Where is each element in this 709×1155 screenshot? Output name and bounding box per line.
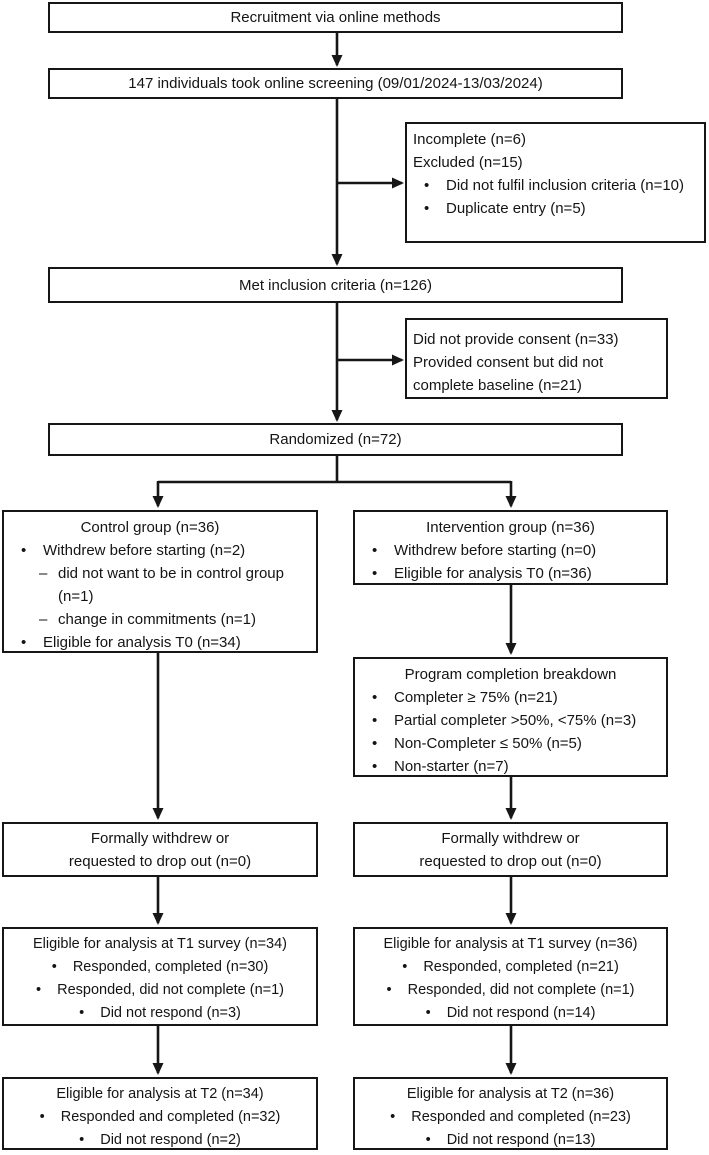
bullet-marker: •	[372, 735, 378, 752]
withdrew-line: Formally withdrew or	[90, 829, 230, 847]
intervention-title: Intervention group (n=36)	[426, 519, 595, 536]
withdrew-line: Formally withdrew or	[441, 829, 580, 847]
t2-intervention-bullet: • Responded and completed (n=23)	[361, 1106, 660, 1129]
box-screening: 147 individuals took online screening (0…	[48, 68, 623, 99]
intervention-bullet: • Withdrew before starting (n=0)	[361, 539, 660, 562]
box-t1-intervention: Eligible for analysis at T1 survey (n=36…	[353, 927, 668, 1026]
withdrew-line: requested to drop out (n=0)	[68, 852, 252, 870]
control-subitem: – did not want to be in control group (n…	[10, 562, 290, 608]
recruitment-text: Recruitment via online methods	[230, 9, 441, 26]
intervention-bullet: • Eligible for analysis T0 (n=36)	[361, 562, 660, 585]
bullet-marker: •	[425, 1005, 431, 1021]
t1-intervention-bullet: • Responded, completed (n=21)	[361, 956, 660, 979]
t1-intervention-title: Eligible for analysis at T1 survey (n=36…	[383, 936, 638, 952]
t2-control-bullet: • Did not respond (n=2)	[10, 1129, 310, 1152]
box-program-completion: Program completion breakdown • Completer…	[353, 657, 668, 777]
t1-intervention-bullet: • Did not respond (n=14)	[361, 1002, 660, 1025]
box-exclusion-screening: Incomplete (n=6) Excluded (n=15) • Did n…	[405, 122, 706, 243]
t1-intervention-bullet: • Responded, did not complete (n=1)	[361, 979, 660, 1002]
bullet-marker: •	[79, 1005, 85, 1021]
box-control-group: Control group (n=36) • Withdrew before s…	[2, 510, 318, 653]
box-intervention-group: Intervention group (n=36) • Withdrew bef…	[353, 510, 668, 585]
bullet-marker: •	[386, 982, 392, 998]
dash-marker: –	[39, 565, 48, 582]
control-subitem: – change in commitments (n=1)	[10, 608, 290, 631]
control-bullet: • Eligible for analysis T0 (n=34)	[10, 631, 290, 654]
control-title: Control group (n=36)	[80, 519, 220, 536]
box-met-inclusion: Met inclusion criteria (n=126)	[48, 267, 623, 303]
bullet-marker: •	[390, 1109, 396, 1125]
breakdown-bullet: • Non-starter (n=7)	[361, 755, 660, 778]
breakdown-title: Program completion breakdown	[404, 666, 617, 683]
box-t2-intervention: Eligible for analysis at T2 (n=36) • Res…	[353, 1077, 668, 1150]
t1-control-bullet: • Responded, did not complete (n=1)	[10, 979, 310, 1002]
t1-control-bullet: • Responded, completed (n=30)	[10, 956, 310, 979]
randomized-text: Randomized (n=72)	[269, 431, 402, 448]
bullet-marker: •	[372, 712, 378, 729]
exclusion1-line: Excluded (n=15)	[413, 154, 523, 171]
screening-text: 147 individuals took online screening (0…	[128, 75, 543, 92]
bullet-marker: •	[372, 542, 378, 559]
bullet-marker: •	[51, 959, 57, 975]
t2-control-bullet: • Responded and completed (n=32)	[10, 1106, 310, 1129]
box-t2-control: Eligible for analysis at T2 (n=34) • Res…	[2, 1077, 318, 1150]
branch-randomized	[158, 456, 511, 484]
t2-intervention-bullet: • Did not respond (n=13)	[361, 1129, 660, 1152]
box-randomized: Randomized (n=72)	[48, 423, 623, 456]
bullet-marker: •	[424, 200, 430, 217]
bullet-marker: •	[424, 177, 430, 194]
t2-intervention-title: Eligible for analysis at T2 (n=36)	[406, 1086, 615, 1102]
exclusion2-line: Provided consent but did not complete ba…	[413, 354, 604, 394]
bullet-marker: •	[21, 542, 27, 559]
bullet-marker: •	[21, 634, 27, 651]
t1-control-title: Eligible for analysis at T1 survey (n=34…	[32, 936, 287, 952]
bullet-marker: •	[402, 959, 408, 975]
withdrew-line: requested to drop out (n=0)	[419, 852, 602, 870]
bullet-marker: •	[372, 758, 378, 775]
breakdown-bullet: • Partial completer >50%, <75% (n=3)	[361, 709, 660, 732]
met-inclusion-text: Met inclusion criteria (n=126)	[238, 276, 432, 294]
exclusion2-line: Did not provide consent (n=33)	[413, 331, 619, 348]
box-t1-control: Eligible for analysis at T1 survey (n=34…	[2, 927, 318, 1026]
bullet-marker: •	[39, 1109, 45, 1125]
box-withdrew-intervention: Formally withdrew or requested to drop o…	[353, 822, 668, 877]
t2-control-title: Eligible for analysis at T2 (n=34)	[56, 1086, 264, 1102]
control-bullet: • Withdrew before starting (n=2)	[10, 539, 290, 562]
bullet-marker: •	[35, 982, 42, 998]
bullet-marker: •	[79, 1132, 85, 1148]
box-exclusion-consent: Did not provide consent (n=33) Provided …	[405, 318, 668, 399]
box-recruitment: Recruitment via online methods	[48, 2, 623, 33]
dash-marker: –	[39, 611, 48, 628]
exclusion1-bullet: • Duplicate entry (n=5)	[413, 197, 698, 220]
box-withdrew-control: Formally withdrew or requested to drop o…	[2, 822, 318, 877]
bullet-marker: •	[372, 565, 378, 582]
bullet-marker: •	[425, 1132, 431, 1148]
exclusion1-bullet: • Did not fulfil inclusion criteria (n=1…	[413, 174, 698, 197]
bullet-marker: •	[372, 689, 378, 706]
breakdown-bullet: • Completer ≥ 75% (n=21)	[361, 686, 660, 709]
breakdown-bullet: • Non-Completer ≤ 50% (n=5)	[361, 732, 660, 755]
exclusion1-line: Incomplete (n=6)	[413, 131, 526, 148]
t1-control-bullet: • Did not respond (n=3)	[10, 1002, 310, 1025]
